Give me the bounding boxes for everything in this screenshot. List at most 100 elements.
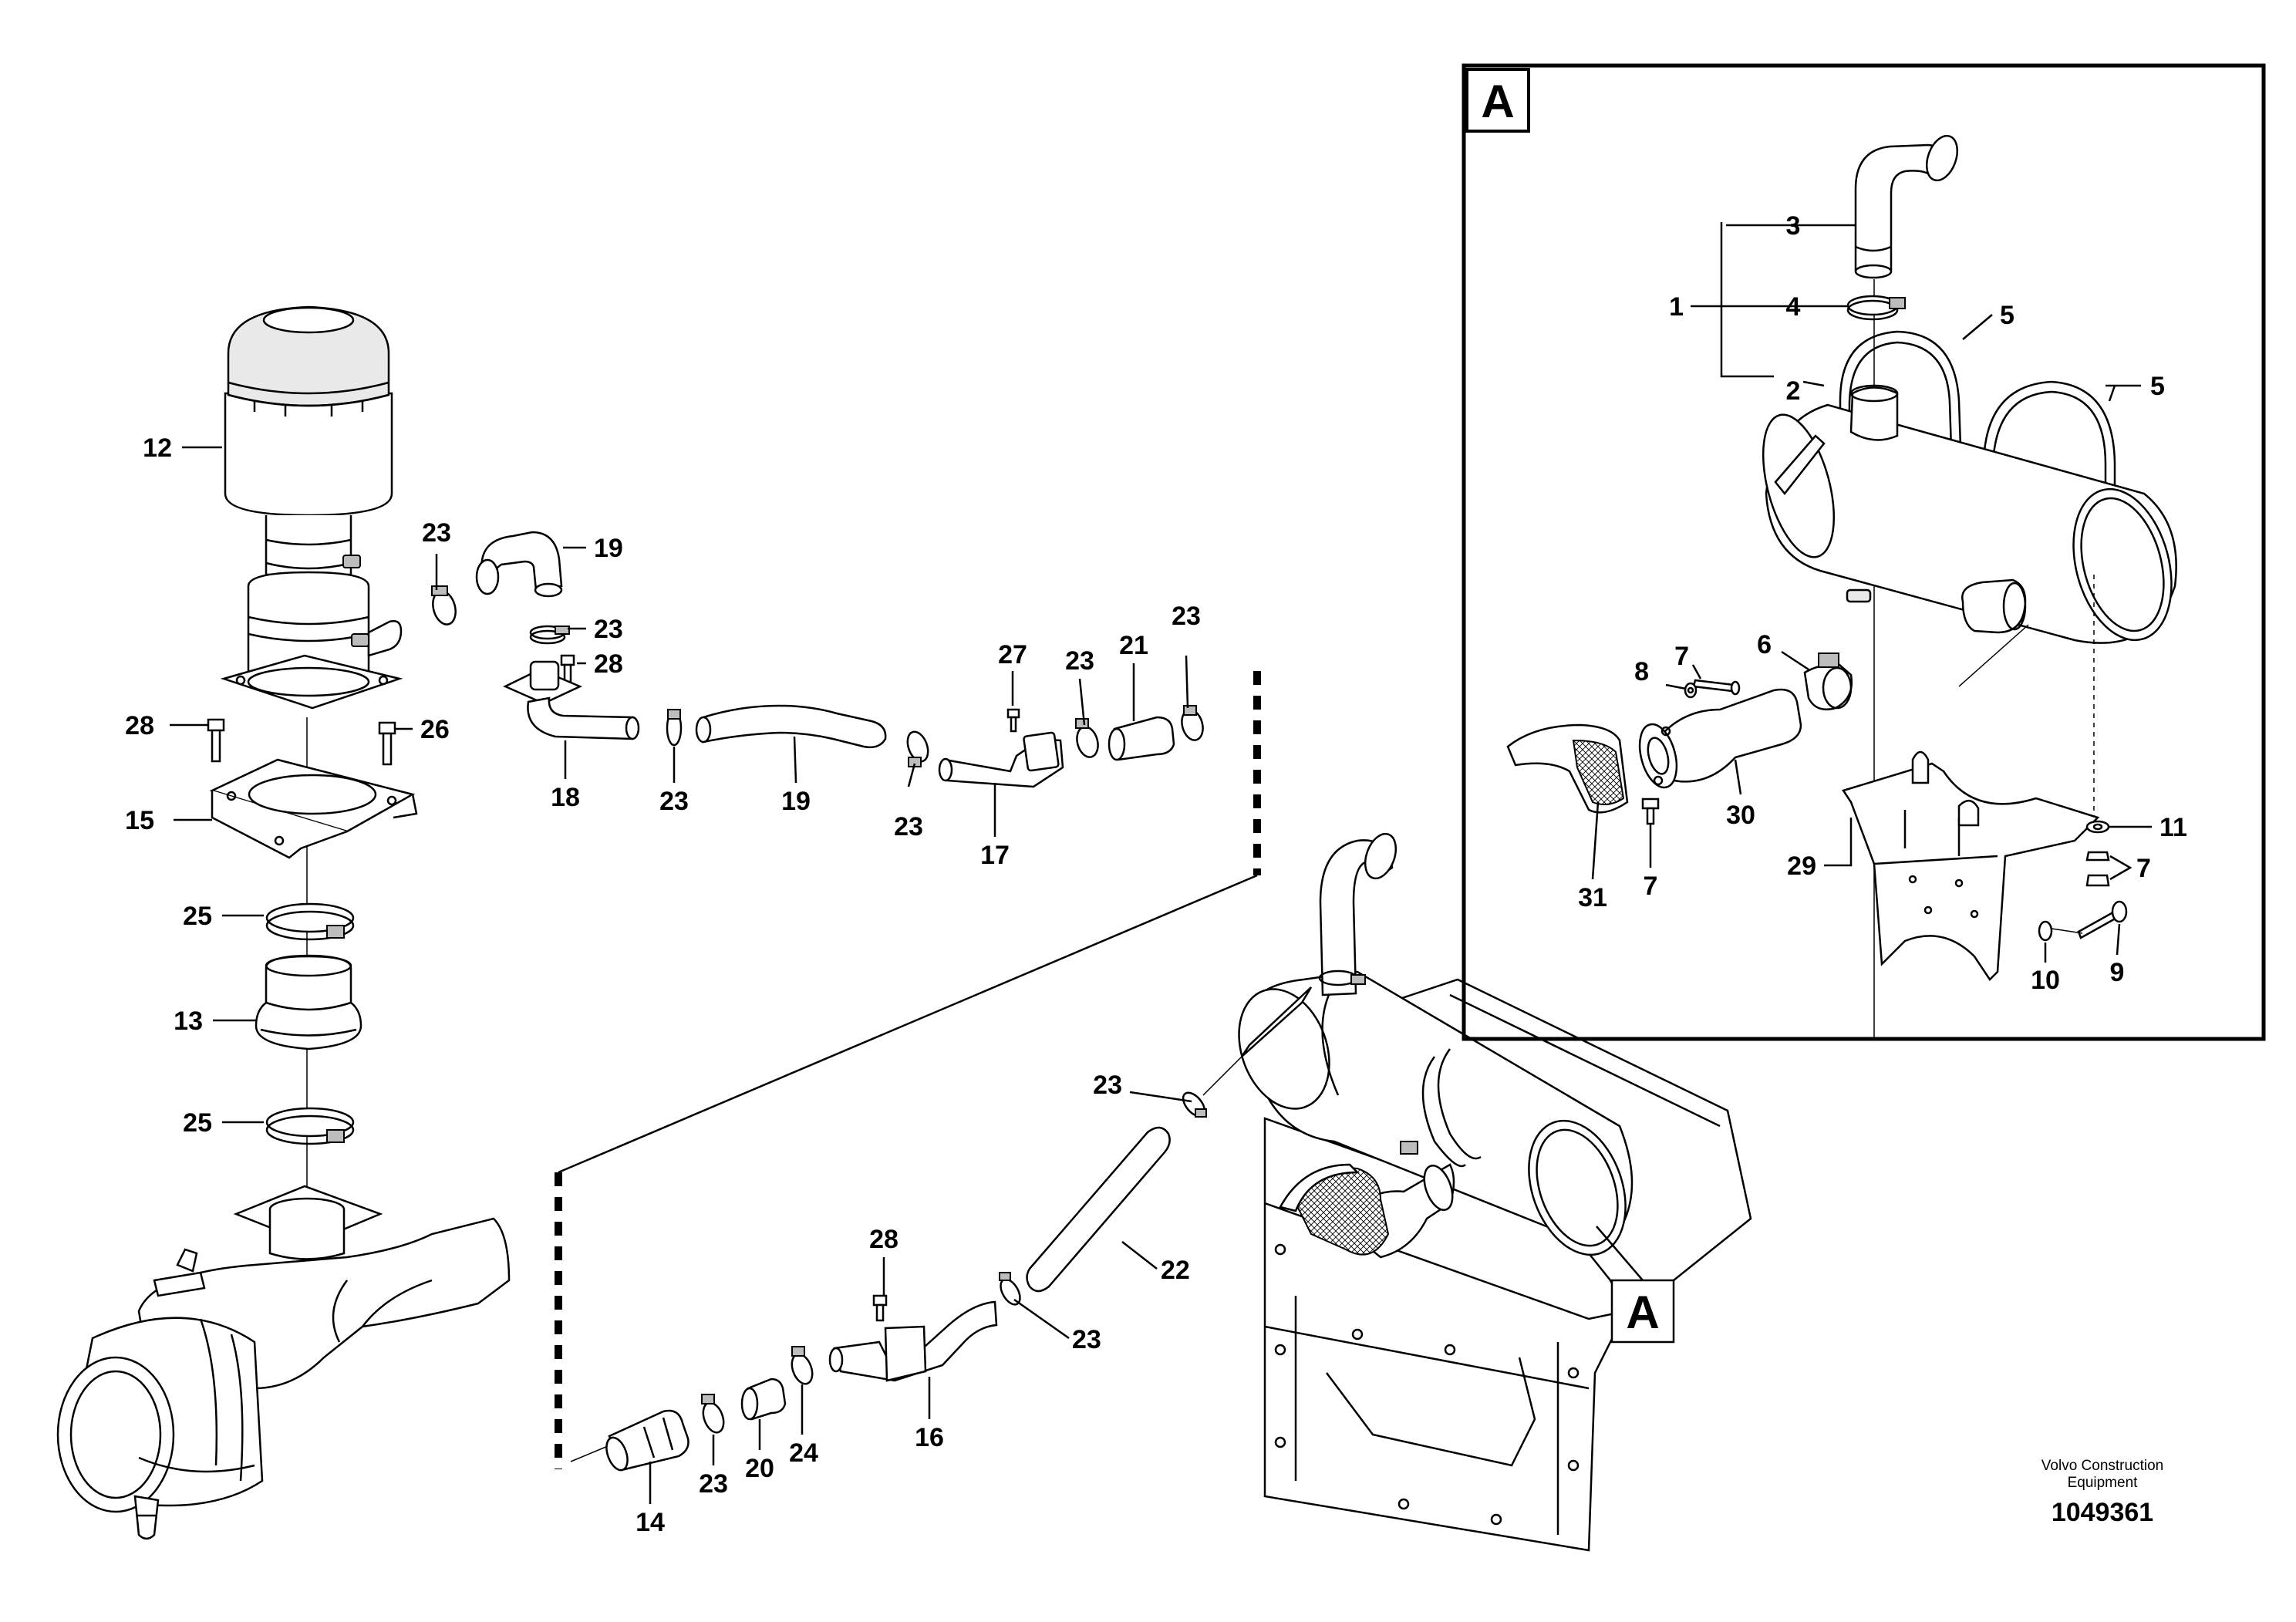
- nut-part-7-a: [2085, 851, 2110, 862]
- callout-28-c: 28: [869, 1225, 899, 1254]
- air-intake-housing: [56, 1185, 511, 1540]
- short-hose-part-21: [1108, 716, 1175, 761]
- pre-cleaner-part-12: [224, 305, 393, 517]
- callout-15: 15: [125, 806, 154, 835]
- callout-11: 11: [2159, 813, 2187, 842]
- pipe-part-16: [828, 1300, 998, 1382]
- adapter-part-20: [740, 1378, 787, 1421]
- detail-callout-a: A: [1596, 1226, 1675, 1344]
- callout-20: 20: [745, 1454, 774, 1483]
- callout-23-h: 23: [1072, 1325, 1101, 1354]
- u-bolt-part-5-right: [1982, 380, 2116, 540]
- callout-25-b: 25: [183, 1108, 212, 1138]
- bolt-part-7-lower: [1641, 798, 1660, 825]
- callout-26: 26: [420, 715, 450, 744]
- hose-clamp-part-23-h: [999, 1272, 1021, 1306]
- hose-part-19-lower: [695, 704, 887, 749]
- callout-19-b: 19: [781, 787, 811, 816]
- bolt-part-27: [1006, 708, 1020, 733]
- outlet-pipe-part-30: [1638, 688, 1802, 789]
- leader-lines: [170, 222, 2152, 1504]
- pipe-part-17: [938, 731, 1064, 788]
- callout-7-b: 7: [1644, 872, 1658, 901]
- hose-clamp-part-25-lower: [265, 1107, 355, 1145]
- callout-23-b: 23: [594, 615, 623, 644]
- callout-13: 13: [174, 1007, 203, 1036]
- detail-view-a: A: [1462, 63, 2266, 1041]
- callout-30: 30: [1726, 801, 1755, 830]
- callout-22: 22: [1161, 1256, 1190, 1285]
- bulkhead-fitting-part-14: [605, 1409, 689, 1472]
- hose-clamp-part-23-b: [529, 625, 570, 645]
- detail-view-letter: A: [1481, 76, 1514, 127]
- washer-part-11: [2085, 820, 2110, 834]
- hose-clamp-part-23-d: [906, 730, 929, 767]
- bolt-part-26: [378, 721, 396, 766]
- hose-clamp-part-23-e: [1075, 718, 1099, 758]
- upper-hose-route: [431, 531, 1204, 788]
- callout-5-a: 5: [2000, 301, 2014, 330]
- callout-23-f: 23: [1172, 602, 1201, 631]
- bolt-part-28-left: [207, 718, 225, 763]
- pipe-elbow-part-18: [503, 660, 640, 740]
- callout-29: 29: [1787, 851, 1816, 881]
- detail-callout-letter: A: [1626, 1286, 1659, 1338]
- clamp-part-4: [1846, 295, 1906, 321]
- exhaust-stack-part-3: [1854, 134, 1959, 279]
- callout-7-c: 7: [2136, 854, 2151, 883]
- hose-clamp-part-25-upper: [265, 902, 355, 941]
- callout-19-a: 19: [594, 534, 623, 563]
- bolt-part-7-upper: [1692, 679, 1741, 696]
- bracket-part-29: [1842, 750, 2100, 981]
- footer: Volvo Construction Equipment 1049361: [2041, 1458, 2163, 1527]
- callout-28-b: 28: [125, 711, 154, 740]
- washer-part-10: [2038, 920, 2053, 942]
- document-number: 1049361: [2052, 1498, 2153, 1527]
- callout-4: 4: [1786, 292, 1801, 322]
- hose-clamp-part-24: [791, 1346, 814, 1385]
- nut-part-7-b: [2085, 874, 2110, 887]
- callout-25-a: 25: [183, 902, 212, 931]
- callout-8: 8: [1634, 657, 1649, 686]
- callout-28-a: 28: [594, 649, 623, 679]
- callout-6: 6: [1757, 630, 1772, 659]
- hose-clamp-part-23-g: [701, 1394, 725, 1434]
- lower-hose-route: [570, 994, 1304, 1472]
- company-name-line2: Equipment: [2068, 1475, 2139, 1491]
- callout-9: 9: [2110, 958, 2125, 987]
- callout-31: 31: [1578, 883, 1607, 912]
- callout-18: 18: [551, 783, 580, 812]
- callout-23-g: 23: [699, 1469, 728, 1499]
- callout-7-a: 7: [1674, 642, 1689, 671]
- bolt-part-9: [2077, 900, 2128, 939]
- callout-24: 24: [789, 1438, 818, 1468]
- mounting-plate-part-15: [209, 758, 418, 859]
- callout-3: 3: [1786, 211, 1801, 241]
- hose-clamp-part-23-i: [1182, 1091, 1207, 1118]
- u-bolt-part-5-left: [1839, 330, 1962, 487]
- callout-14: 14: [636, 1508, 665, 1537]
- silencer-part-2: [1762, 384, 2177, 644]
- company-name-line1: Volvo Construction: [2041, 1458, 2163, 1474]
- bolt-part-28-lower: [872, 1294, 888, 1322]
- callout-10: 10: [2031, 966, 2060, 995]
- air-filter-assembly: [56, 305, 511, 1540]
- callout-23-c: 23: [659, 787, 689, 816]
- clamp-part-6: [1803, 653, 1853, 711]
- bolt-part-28-upper: [560, 654, 575, 683]
- hose-clamp-part-23-c: [666, 709, 683, 747]
- callout-numbers: 12 23 19 23 28 28 26 15 25 13 25 18 23 1…: [125, 211, 2187, 1537]
- elbow-part-19-upper: [475, 531, 563, 598]
- callout-23-e: 23: [1065, 646, 1094, 676]
- connecting-hose-part-13: [255, 954, 362, 1050]
- callout-12: 12: [143, 433, 172, 463]
- callout-27: 27: [998, 640, 1027, 669]
- callout-2: 2: [1786, 376, 1801, 406]
- heat-shield-part-31: [1506, 723, 1629, 814]
- hose-clamp-part-23-a: [431, 585, 457, 626]
- callout-23-d: 23: [894, 812, 923, 841]
- callout-1: 1: [1669, 292, 1684, 322]
- callout-16: 16: [915, 1423, 944, 1452]
- washer-part-8: [1684, 682, 1698, 699]
